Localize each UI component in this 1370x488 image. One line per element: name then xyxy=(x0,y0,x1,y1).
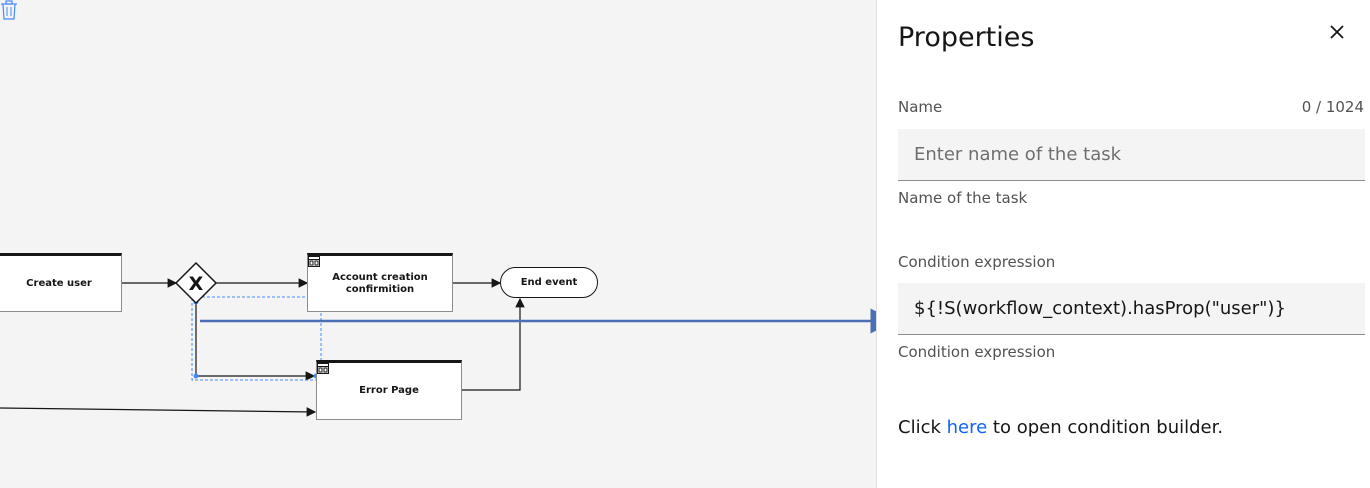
task-icon xyxy=(317,363,329,374)
name-input[interactable] xyxy=(898,129,1365,181)
panel-title: Properties xyxy=(898,22,1035,53)
condition-builder-text: Click here to open condition builder. xyxy=(898,417,1223,438)
close-icon[interactable] xyxy=(1325,20,1349,44)
task-account-creation[interactable]: Account creation confirmition xyxy=(307,253,453,312)
name-helper-text: Name of the task xyxy=(898,189,1028,207)
end-event[interactable]: End event xyxy=(500,267,598,298)
flow-incoming-to-error[interactable] xyxy=(0,407,317,417)
builder-text-before: Click xyxy=(898,417,947,438)
trash-icon[interactable] xyxy=(0,0,18,20)
task-error-page[interactable]: Error Page xyxy=(316,360,462,420)
task-label: Error Page xyxy=(359,385,419,396)
name-char-counter: 0 / 1024 xyxy=(1301,98,1364,116)
flow-error-to-end[interactable] xyxy=(461,297,525,391)
task-label: Account creation confirmition xyxy=(332,271,428,295)
task-create-user[interactable]: Create user xyxy=(0,253,122,312)
condition-expression-input[interactable] xyxy=(898,283,1365,335)
condition-helper-text: Condition expression xyxy=(898,343,1056,361)
exclusive-gateway[interactable] xyxy=(174,261,218,305)
selection-outline xyxy=(191,296,322,381)
properties-panel: Properties Name 0 / 1024 Name of the tas… xyxy=(876,0,1370,488)
condition-field-label: Condition expression xyxy=(898,253,1056,271)
workflow-canvas[interactable]: X Create user Account creation confirmit… xyxy=(0,0,876,488)
task-label: Create user xyxy=(26,277,92,289)
gateway-symbol: X xyxy=(189,273,204,295)
builder-text-after: to open condition builder. xyxy=(987,417,1224,438)
name-field-label: Name xyxy=(898,98,943,116)
end-event-label: End event xyxy=(520,277,578,288)
task-icon xyxy=(308,256,320,267)
flow-gateway-to-error[interactable] xyxy=(195,302,316,381)
waypoint-handle[interactable] xyxy=(193,373,199,379)
condition-builder-link[interactable]: here xyxy=(946,417,988,438)
